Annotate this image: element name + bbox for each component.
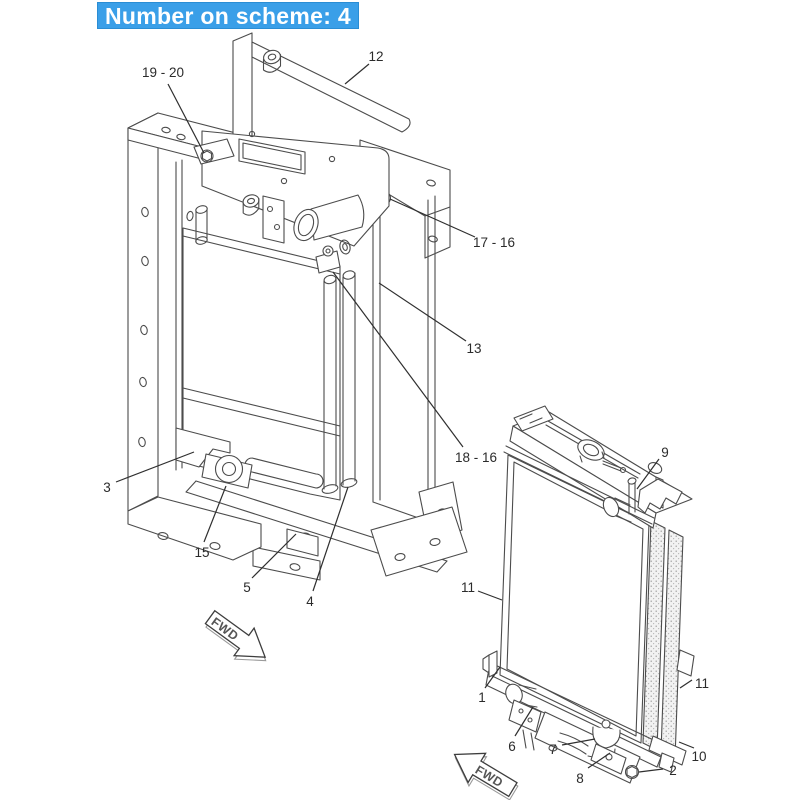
- callout-label: 2: [669, 763, 677, 778]
- callout-label: 11: [695, 676, 709, 691]
- tank-hose-stub: [602, 496, 632, 523]
- frame-left-panel: [127, 112, 159, 512]
- callout-label: 7: [549, 742, 557, 757]
- callout-label: 17 - 16: [473, 235, 515, 250]
- mount-boss: [242, 194, 285, 244]
- callout-5: 5: [243, 533, 297, 595]
- callout-label: 11: [461, 580, 475, 595]
- callout-8: 8: [576, 752, 611, 786]
- callout-label: 13: [466, 341, 481, 356]
- callouts: 19 - 20 12 17 - 16 13 18 - 16 3 15 5: [103, 49, 709, 786]
- bottom-corner-1: [482, 650, 498, 678]
- scheme-number-banner: Number on scheme: 4: [97, 2, 359, 29]
- callout-label: 4: [306, 594, 314, 609]
- callout-label: 15: [194, 545, 209, 560]
- callout-label: 6: [508, 739, 516, 754]
- callout-9: 9: [636, 445, 669, 490]
- callout-1: 1: [478, 666, 501, 705]
- callout-label: 1: [478, 690, 486, 705]
- callout-15: 15: [194, 485, 227, 560]
- callout-label: 5: [243, 580, 251, 595]
- elbow-pipe: [186, 205, 208, 245]
- radiator-drawing: [482, 405, 695, 784]
- callout-3: 3: [103, 451, 195, 495]
- bottom-bracket-3: [175, 427, 231, 468]
- callout-17-16: 17 - 16: [389, 198, 515, 250]
- callout-label: 3: [103, 480, 111, 495]
- fwd-arrow-left: FWD: [204, 609, 267, 662]
- callout-label: 12: [368, 49, 383, 64]
- bottom-frame-10: [648, 735, 687, 773]
- callout-6: 6: [508, 706, 534, 754]
- callout-10: 10: [678, 741, 707, 764]
- filler-columns-4: [321, 270, 358, 494]
- frame-mid-bottom-parts: [252, 528, 321, 581]
- frame-bottom-left-foot: [127, 496, 262, 561]
- bracket-9: [627, 462, 683, 515]
- filler-cap: [577, 439, 627, 474]
- callout-label: 8: [576, 771, 584, 786]
- bottom-outlet-tube: [505, 683, 538, 708]
- grommet-15: [201, 453, 253, 489]
- callout-12: 12: [344, 49, 384, 85]
- frame-inner-upright: [175, 159, 183, 471]
- fwd-arrow-right: FWD: [453, 752, 519, 800]
- bolt-2: [624, 764, 640, 780]
- callout-11-right: 11: [679, 676, 709, 691]
- callout-2: 2: [638, 763, 677, 778]
- radiator-core-in-frame: [182, 227, 341, 501]
- frame-bottom-rail-5: [185, 480, 448, 573]
- callout-4: 4: [306, 486, 349, 609]
- radiator-core: [499, 454, 650, 744]
- callout-13: 13: [378, 282, 482, 356]
- frame-bottom-right-feet: [370, 481, 468, 577]
- radiator-side-channels-11: [642, 520, 695, 760]
- callout-11-left: 11: [461, 580, 503, 601]
- frame-assembly-drawing: [127, 32, 468, 581]
- callout-label: 10: [691, 749, 706, 764]
- callout-18-16: 18 - 16: [332, 271, 497, 465]
- callout-19-20: 19 - 20: [142, 65, 205, 154]
- clamp-18-16: [315, 239, 351, 274]
- callout-label: 18 - 16: [455, 450, 497, 465]
- hose-outlet: [293, 194, 365, 242]
- callout-label: 9: [661, 445, 669, 460]
- top-bracket-bar-12: [232, 32, 411, 180]
- scheme-number-title: Number on scheme: 4: [105, 3, 351, 29]
- callout-label: 19 - 20: [142, 65, 184, 80]
- callout-7: 7: [549, 738, 596, 757]
